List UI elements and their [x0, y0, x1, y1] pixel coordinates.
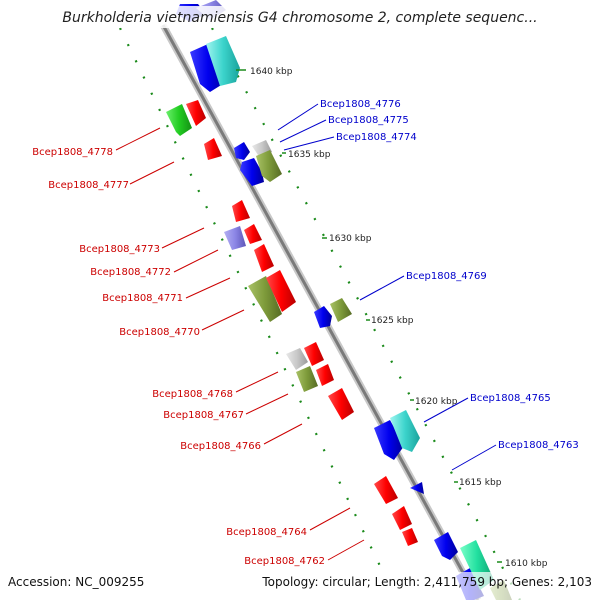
- gene-label-reverse[interactable]: Bcep1808_4777: [48, 180, 129, 191]
- forward-genes: [176, 0, 512, 600]
- gene-arrow-forward: [206, 36, 240, 86]
- forward-callouts: [277, 103, 497, 471]
- outer-tick-track-right: [211, 27, 521, 600]
- kbp-label: 1625 kbp: [371, 316, 414, 326]
- reverse-genes: [166, 100, 418, 546]
- gene-label-reverse[interactable]: Bcep1808_4772: [90, 267, 171, 278]
- gene-label-forward[interactable]: Bcep1808_4774: [336, 132, 417, 143]
- kbp-label: 1630 kbp: [329, 234, 372, 244]
- map-title: Burkholderia vietnamiensis G4 chromosome…: [62, 10, 537, 26]
- gene-arrow-forward: [390, 410, 420, 452]
- gene-arrow-reverse: [402, 528, 418, 546]
- kbp-label: 1610 kbp: [505, 559, 548, 569]
- gene-label-forward[interactable]: Bcep1808_4776: [320, 99, 401, 110]
- genome-summary-text: Topology: circular; Length: 2,411,759 bp…: [261, 575, 592, 589]
- gene-arrow-forward: [234, 142, 250, 160]
- gene-arrow-reverse: [186, 100, 206, 126]
- kbp-labels: 1640 kbp 1635 kbp 1630 kbp 1625 kbp 1620…: [236, 67, 548, 569]
- gene-label-reverse[interactable]: Bcep1808_4768: [152, 389, 233, 400]
- kbp-label: 1620 kbp: [415, 397, 458, 407]
- gene-label-reverse[interactable]: Bcep1808_4770: [119, 327, 200, 338]
- gene-arrow-forward: [330, 298, 352, 322]
- gene-arrow-reverse: [374, 476, 398, 504]
- gene-arrow-forward: [374, 420, 404, 460]
- gene-arrow-reverse: [286, 348, 308, 370]
- gene-label-reverse[interactable]: Bcep1808_4766: [180, 441, 261, 452]
- gene-arrow-reverse: [232, 200, 250, 222]
- tick-tracks: [119, 27, 521, 600]
- gene-arrow-reverse: [316, 364, 334, 386]
- gene-arrow-reverse: [204, 138, 222, 160]
- kbp-label: 1615 kbp: [459, 478, 502, 488]
- gene-arrow-forward: [190, 44, 226, 92]
- gene-arrow-forward: [256, 150, 282, 182]
- reverse-gene-labels: Bcep1808_4778 Bcep1808_4777 Bcep1808_477…: [32, 147, 325, 567]
- gene-arrow-forward: [434, 532, 458, 560]
- forward-gene-labels: Bcep1808_4776 Bcep1808_4775 Bcep1808_477…: [320, 99, 579, 451]
- gene-arrow-reverse: [166, 104, 192, 136]
- kbp-label: 1635 kbp: [288, 150, 331, 160]
- gene-arrow-reverse: [296, 366, 318, 392]
- gene-label-forward[interactable]: Bcep1808_4775: [328, 115, 409, 126]
- gene-arrow-forward: [240, 158, 264, 186]
- gene-arrow-reverse: [248, 276, 282, 322]
- gene-arrow-forward: [410, 482, 424, 494]
- gene-label-forward[interactable]: Bcep1808_4765: [470, 393, 551, 404]
- reverse-callouts: [115, 127, 365, 561]
- accession-text: Accession: NC_009255: [8, 575, 144, 589]
- gene-label-reverse[interactable]: Bcep1808_4773: [79, 244, 160, 255]
- gene-label-reverse[interactable]: Bcep1808_4771: [102, 293, 183, 304]
- gene-arrow-forward: [314, 306, 332, 328]
- gene-label-forward[interactable]: Bcep1808_4769: [406, 271, 487, 282]
- gene-arrow-reverse: [244, 224, 262, 244]
- gene-label-forward[interactable]: Bcep1808_4763: [498, 440, 579, 451]
- gene-label-reverse[interactable]: Bcep1808_4767: [163, 410, 244, 421]
- gene-arrow-reverse: [392, 506, 412, 530]
- gene-arrow-reverse: [254, 244, 274, 272]
- gene-arrow-reverse: [266, 270, 296, 312]
- gene-arrow-reverse: [328, 388, 354, 420]
- gene-arrow-reverse: [224, 226, 246, 250]
- gene-label-reverse[interactable]: Bcep1808_4762: [244, 556, 325, 567]
- kbp-label: 1640 kbp: [250, 67, 293, 77]
- gene-arrow-reverse: [304, 342, 324, 366]
- gene-label-reverse[interactable]: Bcep1808_4764: [226, 527, 307, 538]
- gene-label-reverse[interactable]: Bcep1808_4778: [32, 147, 113, 158]
